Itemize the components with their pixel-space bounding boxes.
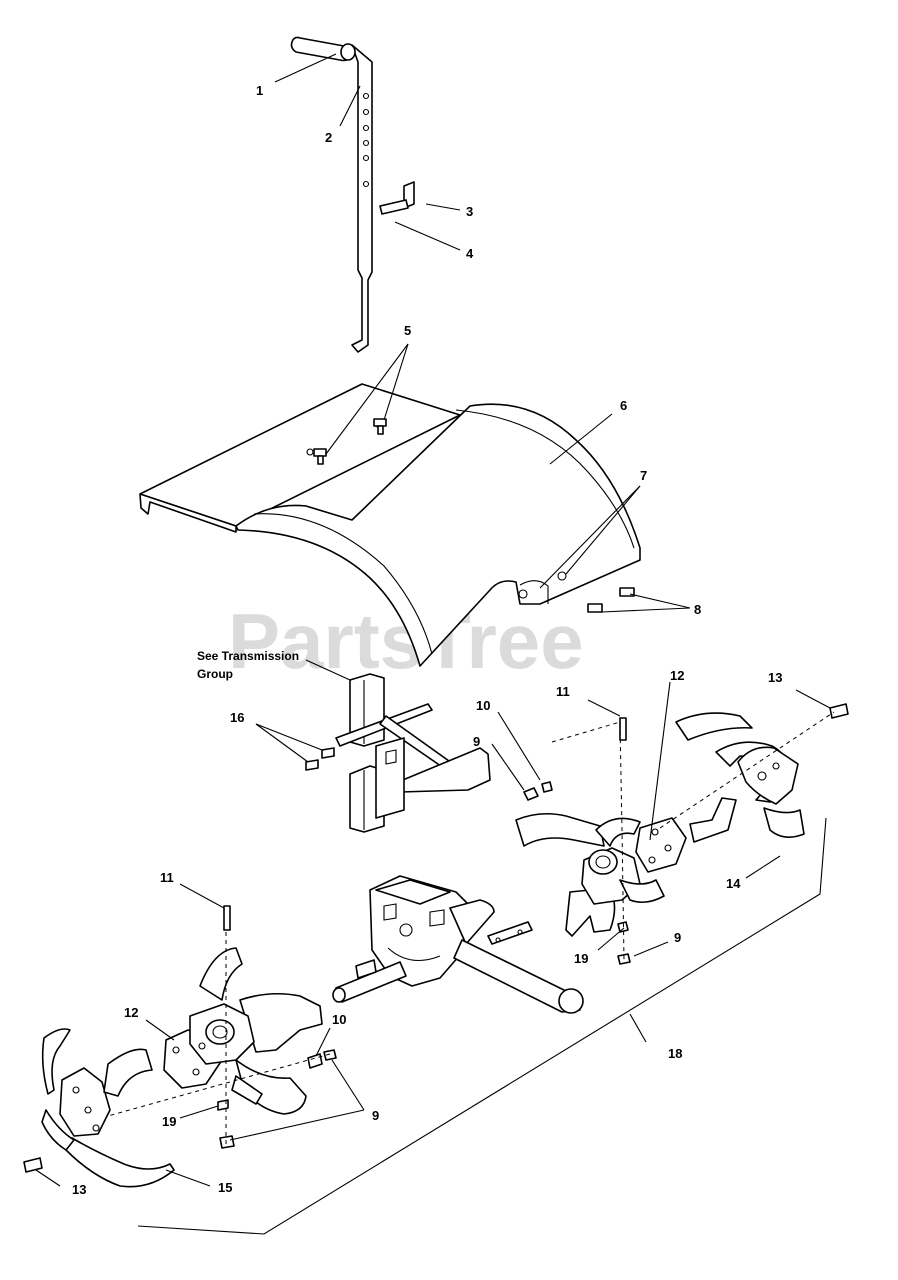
callout-15: 15 (218, 1180, 232, 1195)
callout-19-left: 19 (162, 1114, 176, 1129)
left-tine-assembly (41, 947, 323, 1188)
callout-10-left: 10 (332, 1012, 346, 1027)
callout-14: 14 (726, 876, 741, 891)
bracket-bolts (305, 747, 335, 771)
callout-10-right: 10 (476, 698, 490, 713)
callout-1: 1 (256, 83, 263, 98)
see-transmission-note: See Transmission (197, 649, 299, 663)
callout-6: 6 (620, 398, 627, 413)
tine-axle (332, 899, 584, 1014)
callout-9-left: 9 (372, 1108, 379, 1123)
callout-5: 5 (404, 323, 411, 338)
handle-grip (290, 36, 356, 62)
callout-13-left: 13 (72, 1182, 86, 1197)
callout-11-left: 11 (160, 870, 174, 885)
callout-12-left: 12 (124, 1005, 138, 1020)
callout-12-right: 12 (670, 668, 684, 683)
callout-2: 2 (325, 130, 332, 145)
callout-7: 7 (640, 468, 647, 483)
transmission (369, 875, 471, 987)
callout-11-right: 11 (556, 684, 570, 699)
callout-18: 18 (668, 1046, 682, 1061)
callout-13-right: 13 (768, 670, 782, 685)
callout-3: 3 (466, 204, 473, 219)
leader-lines (35, 53, 831, 1187)
callout-9-right-upper: 9 (473, 734, 480, 749)
callout-8: 8 (694, 602, 701, 617)
callout-19-right: 19 (574, 951, 588, 966)
center-lines (107, 711, 835, 1144)
callout-16: 16 (230, 710, 244, 725)
callout-4: 4 (466, 246, 474, 261)
see-transmission-note-line2: Group (197, 667, 233, 681)
depth-bar (351, 44, 373, 353)
right-tine-assembly (515, 712, 805, 937)
callout-9-right-lower: 9 (674, 930, 681, 945)
mounting-bracket (335, 673, 491, 833)
assembly-bracket-line (137, 817, 827, 1235)
pin-clip (379, 181, 415, 215)
